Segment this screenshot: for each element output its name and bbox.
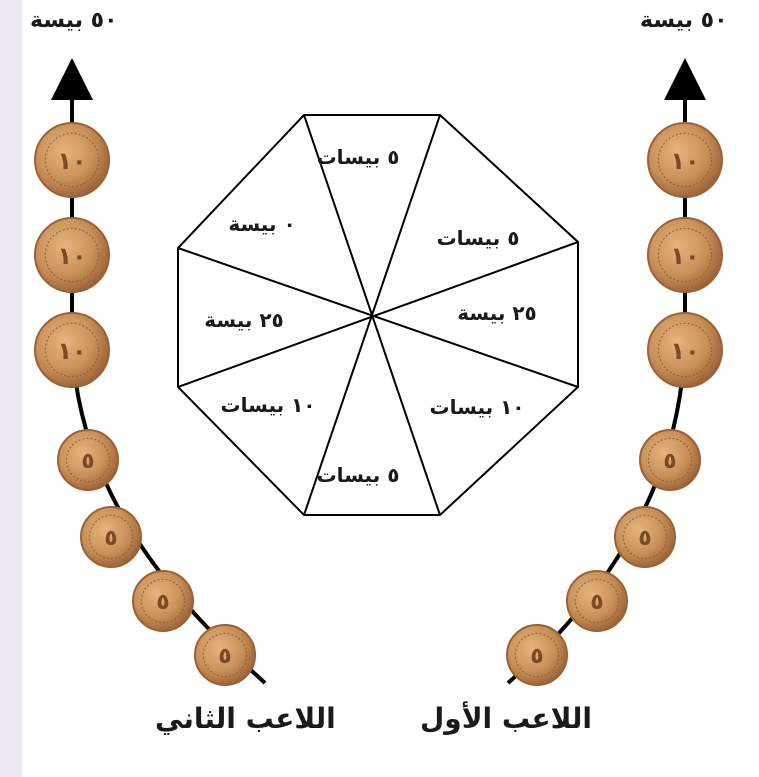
coin-10-baisa: ١٠ xyxy=(35,218,109,292)
segment-label-lower-right: ١٠ بيسات xyxy=(429,395,524,419)
coin-value: ١٠ xyxy=(57,242,86,270)
coin-5-baisa: ٥ xyxy=(507,625,567,685)
segment-label-upper-right: ٥ بيسات xyxy=(437,226,520,250)
coin-value: ٥ xyxy=(530,644,543,669)
coin-value: ٥ xyxy=(663,449,676,474)
coin-5-baisa: ٥ xyxy=(58,430,118,490)
segment-label-lower-left: ١٠ بيسات xyxy=(220,393,315,417)
coin-value: ٥ xyxy=(104,526,117,551)
coin-value: ٥ xyxy=(156,590,169,615)
segment-label-top: ٥ بيسات xyxy=(317,145,400,169)
coin-value: ٥ xyxy=(218,644,231,669)
coin-value: ١٠ xyxy=(57,337,86,365)
segment-label-left: ٢٥ بيسة xyxy=(204,308,284,332)
coin-value: ١٠ xyxy=(57,147,86,175)
coin-value: ١٠ xyxy=(670,242,699,270)
segment-label-bottom: ٥ بيسات xyxy=(317,463,400,487)
coin-5-baisa: ٥ xyxy=(81,507,141,567)
right-track-arrow xyxy=(664,58,706,100)
coin-value: ٥ xyxy=(638,526,651,551)
left-goal-label: ٥٠ بيسة xyxy=(30,8,118,33)
coin-10-baisa: ١٠ xyxy=(648,123,722,197)
first-player-label: اللاعب الأول xyxy=(420,702,592,735)
coin-5-baisa: ٥ xyxy=(195,625,255,685)
coin-5-baisa: ٥ xyxy=(133,571,193,631)
left-track-arrow xyxy=(51,58,93,100)
second-player-label: اللاعب الثاني xyxy=(155,702,336,735)
coin-value: ٥ xyxy=(590,590,603,615)
coin-value: ١٠ xyxy=(670,147,699,175)
coin-5-baisa: ٥ xyxy=(615,507,675,567)
coin-10-baisa: ١٠ xyxy=(35,313,109,387)
segment-label-upper-left: ٠ بيسة xyxy=(228,212,295,236)
coin-10-baisa: ١٠ xyxy=(648,313,722,387)
coin-10-baisa: ١٠ xyxy=(35,123,109,197)
coin-5-baisa: ٥ xyxy=(640,430,700,490)
segment-label-right: ٢٥ بيسة xyxy=(457,301,537,325)
coin-value: ٥ xyxy=(81,449,94,474)
coin-value: ١٠ xyxy=(670,337,699,365)
coin-5-baisa: ٥ xyxy=(567,571,627,631)
right-goal-label: ٥٠ بيسة xyxy=(640,8,728,33)
coin-10-baisa: ١٠ xyxy=(648,218,722,292)
